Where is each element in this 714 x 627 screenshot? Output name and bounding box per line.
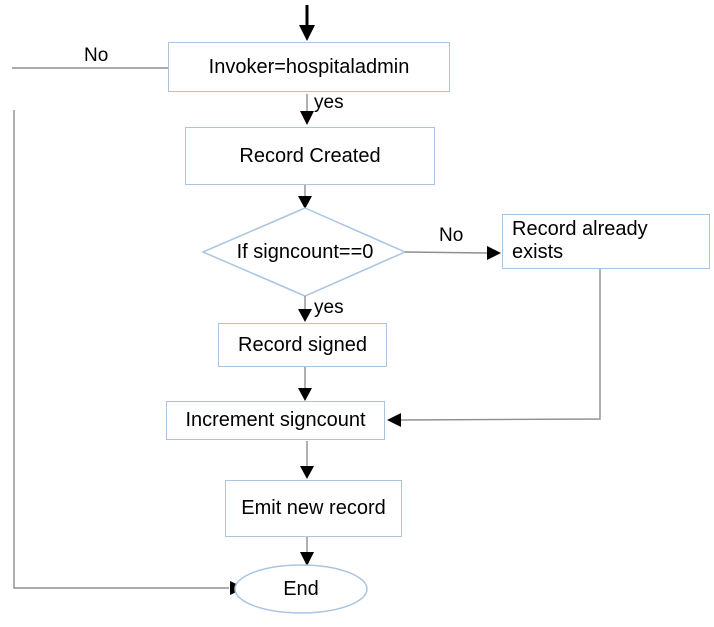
edge-label-decision-yes: yes — [314, 297, 344, 318]
arrowhead-entry-icon — [299, 25, 315, 41]
edge-label-invoker-yes: yes — [314, 92, 344, 113]
edge-label-invoker-no: No — [84, 45, 109, 66]
node-end-label: End — [283, 577, 319, 600]
node-emit-new-record: Emit new record — [225, 480, 402, 537]
arrowhead-emit-icon — [300, 466, 314, 479]
node-record-signed: Record signed — [218, 323, 387, 367]
end-ellipse-shape — [234, 564, 368, 614]
edge-label-decision-no: No — [439, 225, 464, 246]
node-signcount-decision-label: If signcount==0 — [236, 240, 374, 263]
connector-exists-to-increment — [400, 269, 601, 421]
arrowhead-decision-no-icon — [487, 246, 501, 260]
connector-no-loop-to-end — [13, 110, 229, 589]
node-increment-signcount: Increment signcount — [166, 401, 385, 440]
arrowhead-invoker-yes-icon — [300, 111, 314, 125]
node-record-created: Record Created — [185, 127, 435, 185]
arrowhead-decision-icon — [298, 196, 312, 209]
node-invoker: Invoker=hospitaladmin — [168, 42, 450, 92]
arrowhead-signed-icon — [298, 309, 312, 322]
arrowhead-increment-right-icon — [387, 413, 401, 427]
arrowhead-end-top-icon — [300, 552, 314, 566]
arrowhead-increment-top-icon — [298, 388, 312, 401]
node-record-already-exists: Record already exists — [502, 214, 710, 269]
connector-decision-no — [404, 251, 488, 254]
